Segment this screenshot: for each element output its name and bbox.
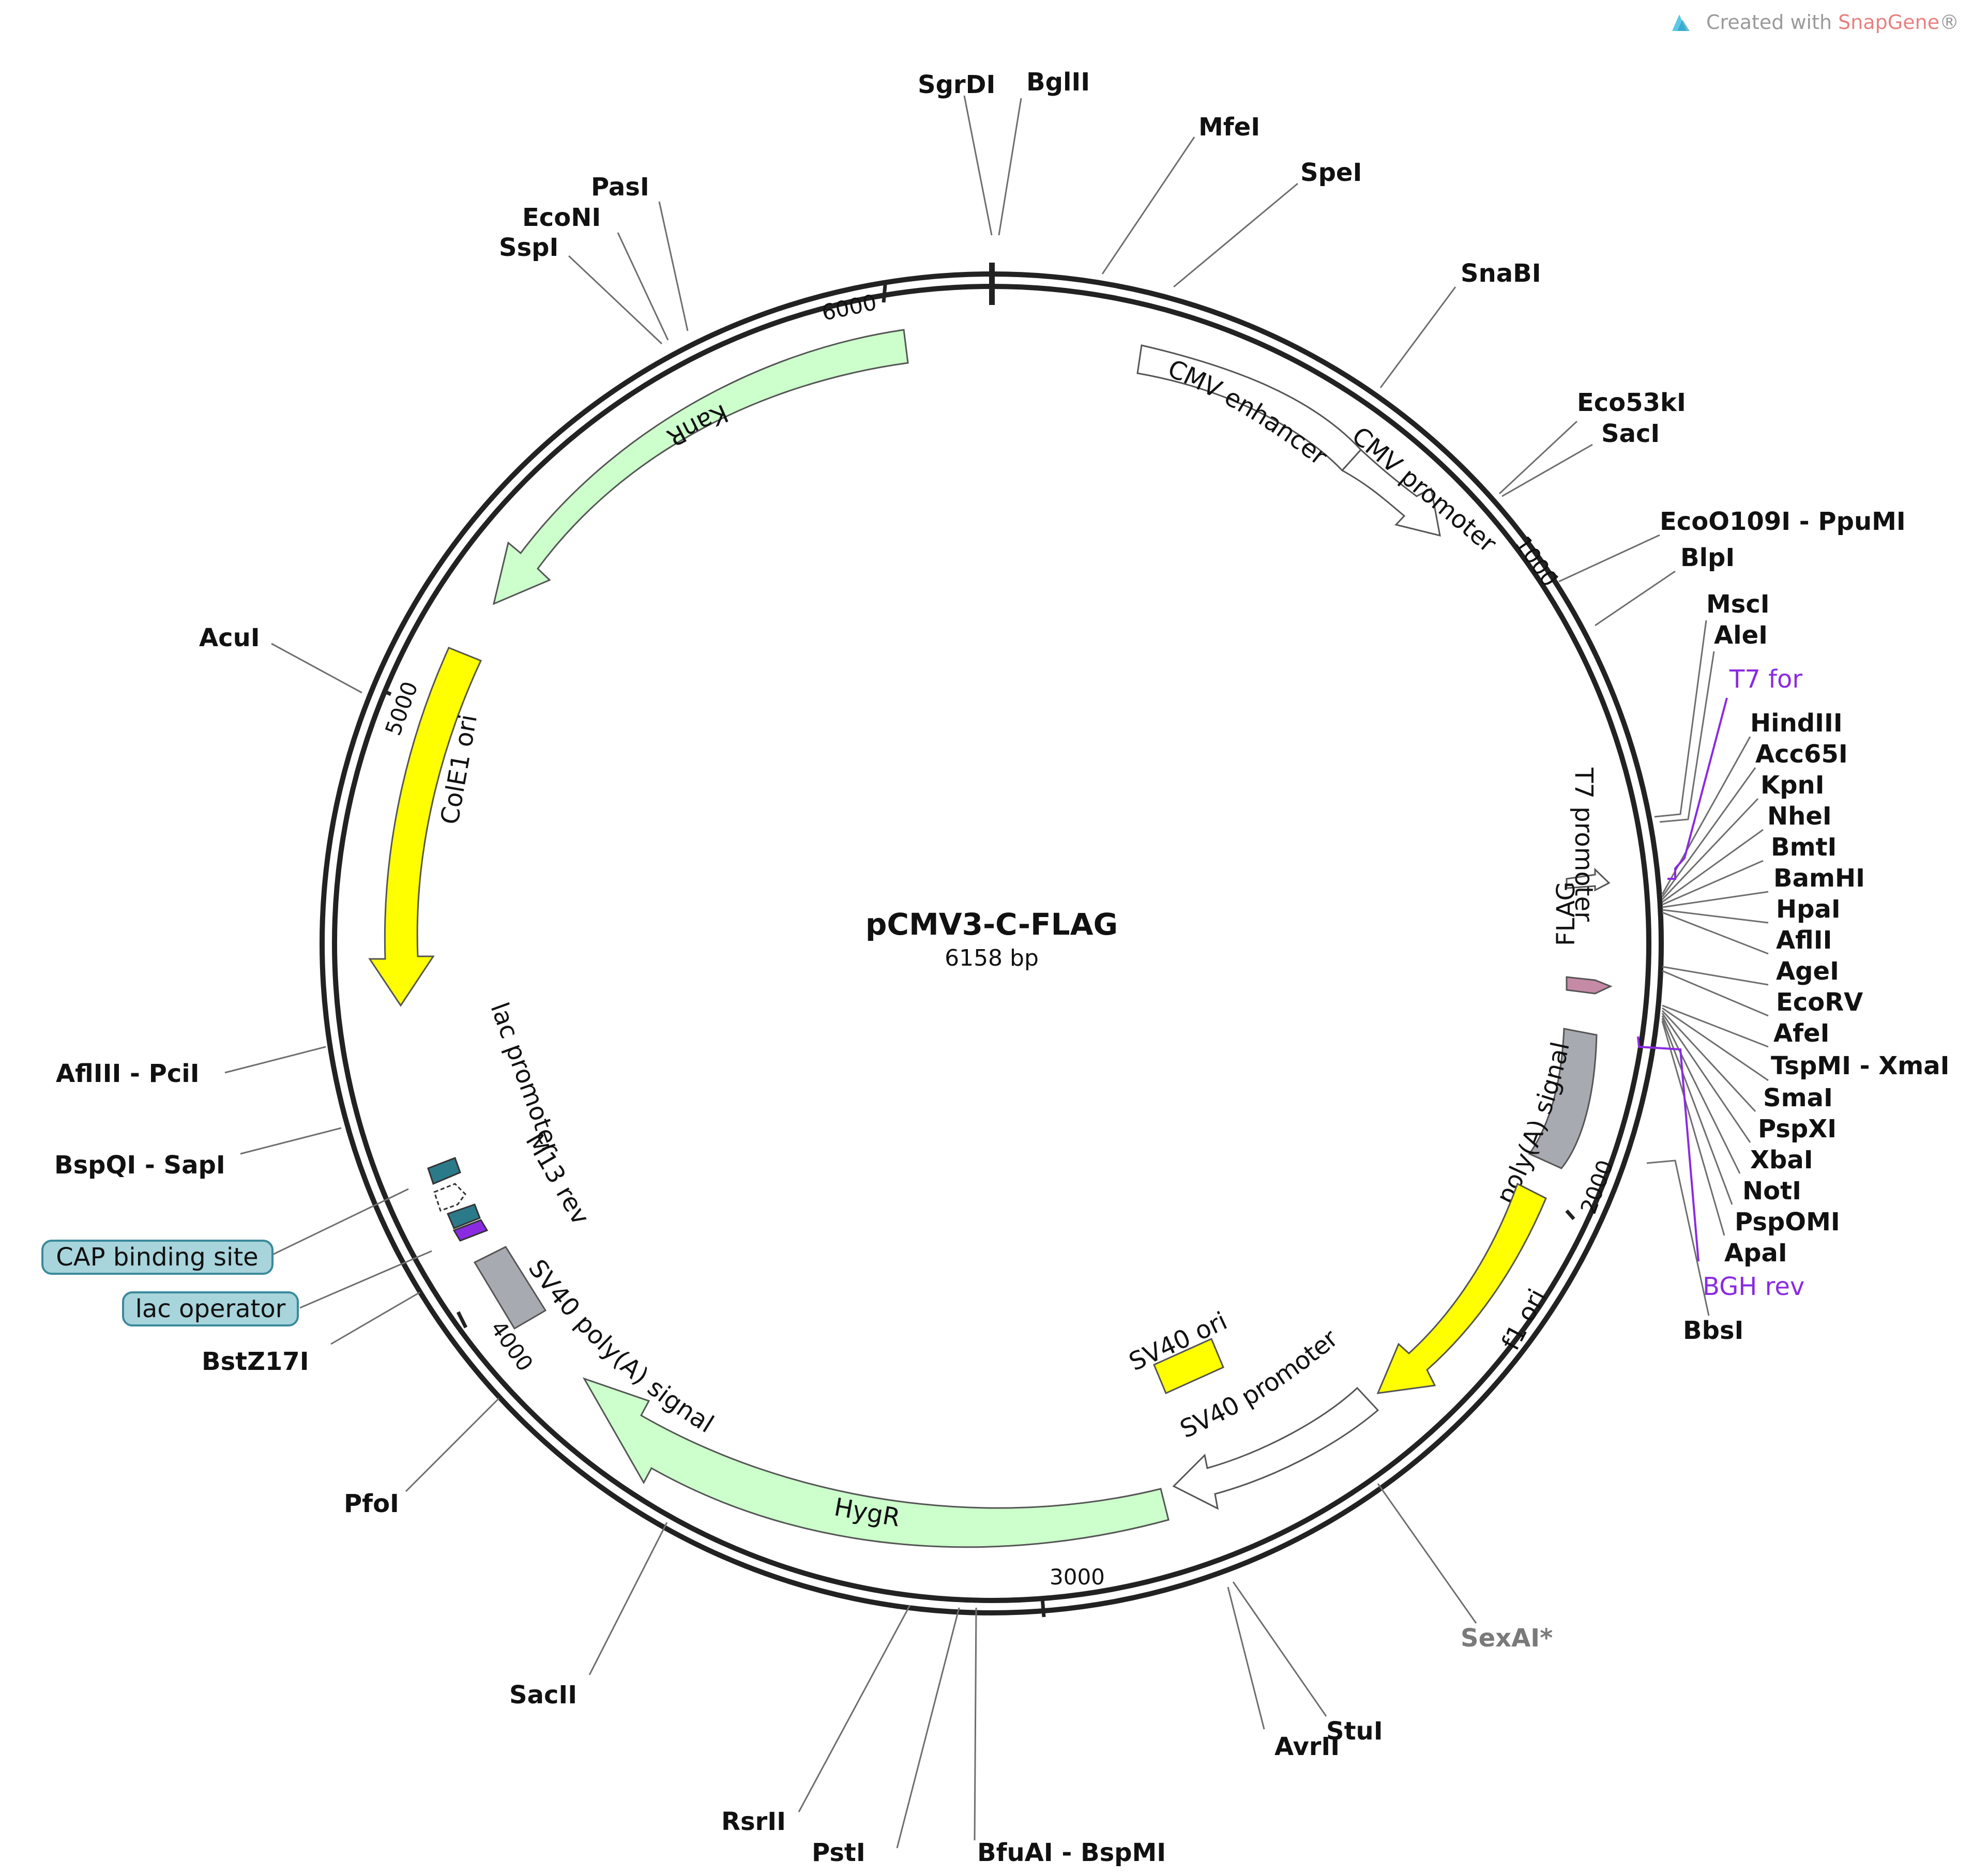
- backbone: [320, 263, 1664, 1615]
- m13-rev-marker: [452, 1219, 489, 1242]
- feature-cmv-promoter[interactable]: CMV promoter: [1341, 421, 1502, 558]
- site-hindiii[interactable]: HindIII: [1750, 709, 1843, 738]
- plasmid-name: pCMV3-C-FLAG: [866, 907, 1118, 942]
- tick-6000: [882, 284, 887, 303]
- credit-suffix: ®: [1939, 11, 1959, 34]
- site-pspxi[interactable]: PspXI: [1758, 1115, 1837, 1143]
- feature-cole1-ori[interactable]: ColE1 ori: [368, 647, 483, 1007]
- feature-polya-signal[interactable]: poly(A) signal: [1491, 1028, 1598, 1209]
- site-pasi[interactable]: PasI: [591, 173, 649, 202]
- feature-t7-promoter[interactable]: T7 promoter: [1566, 767, 1611, 922]
- plasmid-length: 6158 bp: [945, 945, 1039, 971]
- site-eco53ki[interactable]: Eco53kI: [1577, 388, 1686, 417]
- feature-flag[interactable]: FLAG: [1552, 881, 1613, 995]
- site-econi[interactable]: EcoNI: [522, 203, 601, 232]
- site-alei[interactable]: AleI: [1714, 621, 1768, 650]
- site-sexai[interactable]: SexAI*: [1461, 1624, 1553, 1653]
- lac-operator-label: lac operator: [135, 1294, 286, 1323]
- site-pfoi[interactable]: PfoI: [344, 1489, 399, 1518]
- feature-sv40-ori[interactable]: SV40 ori: [1125, 1306, 1232, 1395]
- site-agei[interactable]: AgeI: [1776, 957, 1839, 986]
- tick-label-2000: 2000: [1575, 1156, 1618, 1217]
- feature-label-flag: FLAG: [1552, 881, 1581, 946]
- site-apai[interactable]: ApaI: [1724, 1239, 1787, 1268]
- site-spei[interactable]: SpeI: [1300, 158, 1362, 187]
- cap-binding-site-marker: [427, 1157, 461, 1185]
- site-psti[interactable]: PstI: [812, 1838, 866, 1867]
- feature-label-cmv-promoter: CMV promoter: [1346, 421, 1502, 558]
- site-bstz17i[interactable]: BstZ17I: [202, 1347, 309, 1376]
- site-hpai[interactable]: HpaI: [1776, 895, 1841, 924]
- site-snabi[interactable]: SnaBI: [1461, 259, 1541, 288]
- site-bfuai-bspmi[interactable]: BfuAI - BspMI: [977, 1838, 1166, 1867]
- site-bglii[interactable]: BglII: [1026, 68, 1090, 97]
- feature-label-t7-promoter: T7 promoter: [1569, 767, 1598, 922]
- site-labels: SgrDI BglII MfeI SpeI SnaBI Eco53kI SacI…: [54, 68, 1950, 1867]
- site-aflii[interactable]: AflII: [1776, 926, 1832, 955]
- site-avrii[interactable]: AvrII: [1274, 1732, 1340, 1761]
- cap-binding-site-label: CAP binding site: [56, 1243, 258, 1272]
- site-rsrii[interactable]: RsrII: [721, 1807, 786, 1836]
- site-bspqi-sapi[interactable]: BspQI - SapI: [54, 1151, 225, 1180]
- feature-lac-promoter-region[interactable]: lac promoter M13 rev: [427, 999, 595, 1242]
- primer-bgh-rev[interactable]: BGH rev: [1703, 1272, 1804, 1301]
- cap-binding-site-box[interactable]: CAP binding site: [41, 1240, 274, 1275]
- site-saci[interactable]: SacI: [1601, 419, 1660, 448]
- svg-text:Created with SnapGene®: Created with SnapGene®: [1706, 11, 1959, 34]
- site-nhei[interactable]: NheI: [1767, 802, 1832, 831]
- site-leaders: [224, 95, 1769, 1849]
- site-tspmi-xmai[interactable]: TspMI - XmaI: [1771, 1051, 1950, 1080]
- origin-marker: [989, 263, 995, 305]
- lac-operator-marker: [446, 1203, 481, 1229]
- site-pspomi[interactable]: PspOMI: [1735, 1208, 1840, 1237]
- snapgene-logo-icon: [1672, 14, 1690, 31]
- primer-t7-for[interactable]: T7 for: [1729, 665, 1802, 694]
- site-stui[interactable]: StuI: [1326, 1717, 1383, 1746]
- site-blpi[interactable]: BlpI: [1680, 543, 1735, 572]
- site-noti[interactable]: NotI: [1742, 1177, 1801, 1206]
- tick-5000: [382, 689, 392, 696]
- credit-brand: SnapGene: [1838, 11, 1939, 34]
- site-msci[interactable]: MscI: [1706, 590, 1770, 619]
- tick-4000: [456, 1311, 468, 1329]
- created-with-credit[interactable]: Created with SnapGene®: [1672, 11, 1959, 34]
- site-xbai[interactable]: XbaI: [1750, 1146, 1813, 1175]
- site-smai[interactable]: SmaI: [1763, 1084, 1833, 1112]
- feature-kanr[interactable]: KanR: [492, 329, 909, 605]
- feature-label-lac-promoter: lac promoter: [484, 999, 566, 1158]
- credit-prefix: Created with: [1706, 11, 1838, 34]
- site-bmti[interactable]: BmtI: [1771, 833, 1837, 862]
- lac-operator-box[interactable]: lac operator: [122, 1291, 299, 1326]
- tick-1000: [1546, 569, 1559, 579]
- feature-hygr[interactable]: HygR: [582, 1377, 1170, 1548]
- lac-promoter-marker: [433, 1183, 466, 1212]
- site-ecorv[interactable]: EcoRV: [1776, 988, 1863, 1017]
- site-afei[interactable]: AfeI: [1773, 1019, 1829, 1048]
- site-afliii-pcii[interactable]: AflIII - PciI: [56, 1059, 200, 1088]
- site-acc65i[interactable]: Acc65I: [1755, 740, 1848, 769]
- primer-leaders: [1637, 697, 1728, 1262]
- site-mfei[interactable]: MfeI: [1198, 113, 1260, 142]
- site-sgrdi[interactable]: SgrDI: [918, 70, 995, 99]
- tick-label-3000: 3000: [1050, 1564, 1105, 1590]
- site-bbsi[interactable]: BbsI: [1683, 1316, 1743, 1345]
- site-kpni[interactable]: KpnI: [1760, 771, 1825, 800]
- tick-2000: [1565, 1209, 1575, 1221]
- site-sacii[interactable]: SacII: [509, 1681, 577, 1710]
- feature-f1-ori[interactable]: f1 ori: [1376, 1182, 1552, 1394]
- site-ecoo109i-ppumi[interactable]: EcoO109I - PpuMI: [1660, 507, 1906, 536]
- tick-3000: [1040, 1598, 1046, 1618]
- site-sspi[interactable]: SspI: [499, 233, 558, 262]
- site-acui[interactable]: AcuI: [199, 623, 260, 652]
- site-bamhi[interactable]: BamHI: [1773, 864, 1865, 893]
